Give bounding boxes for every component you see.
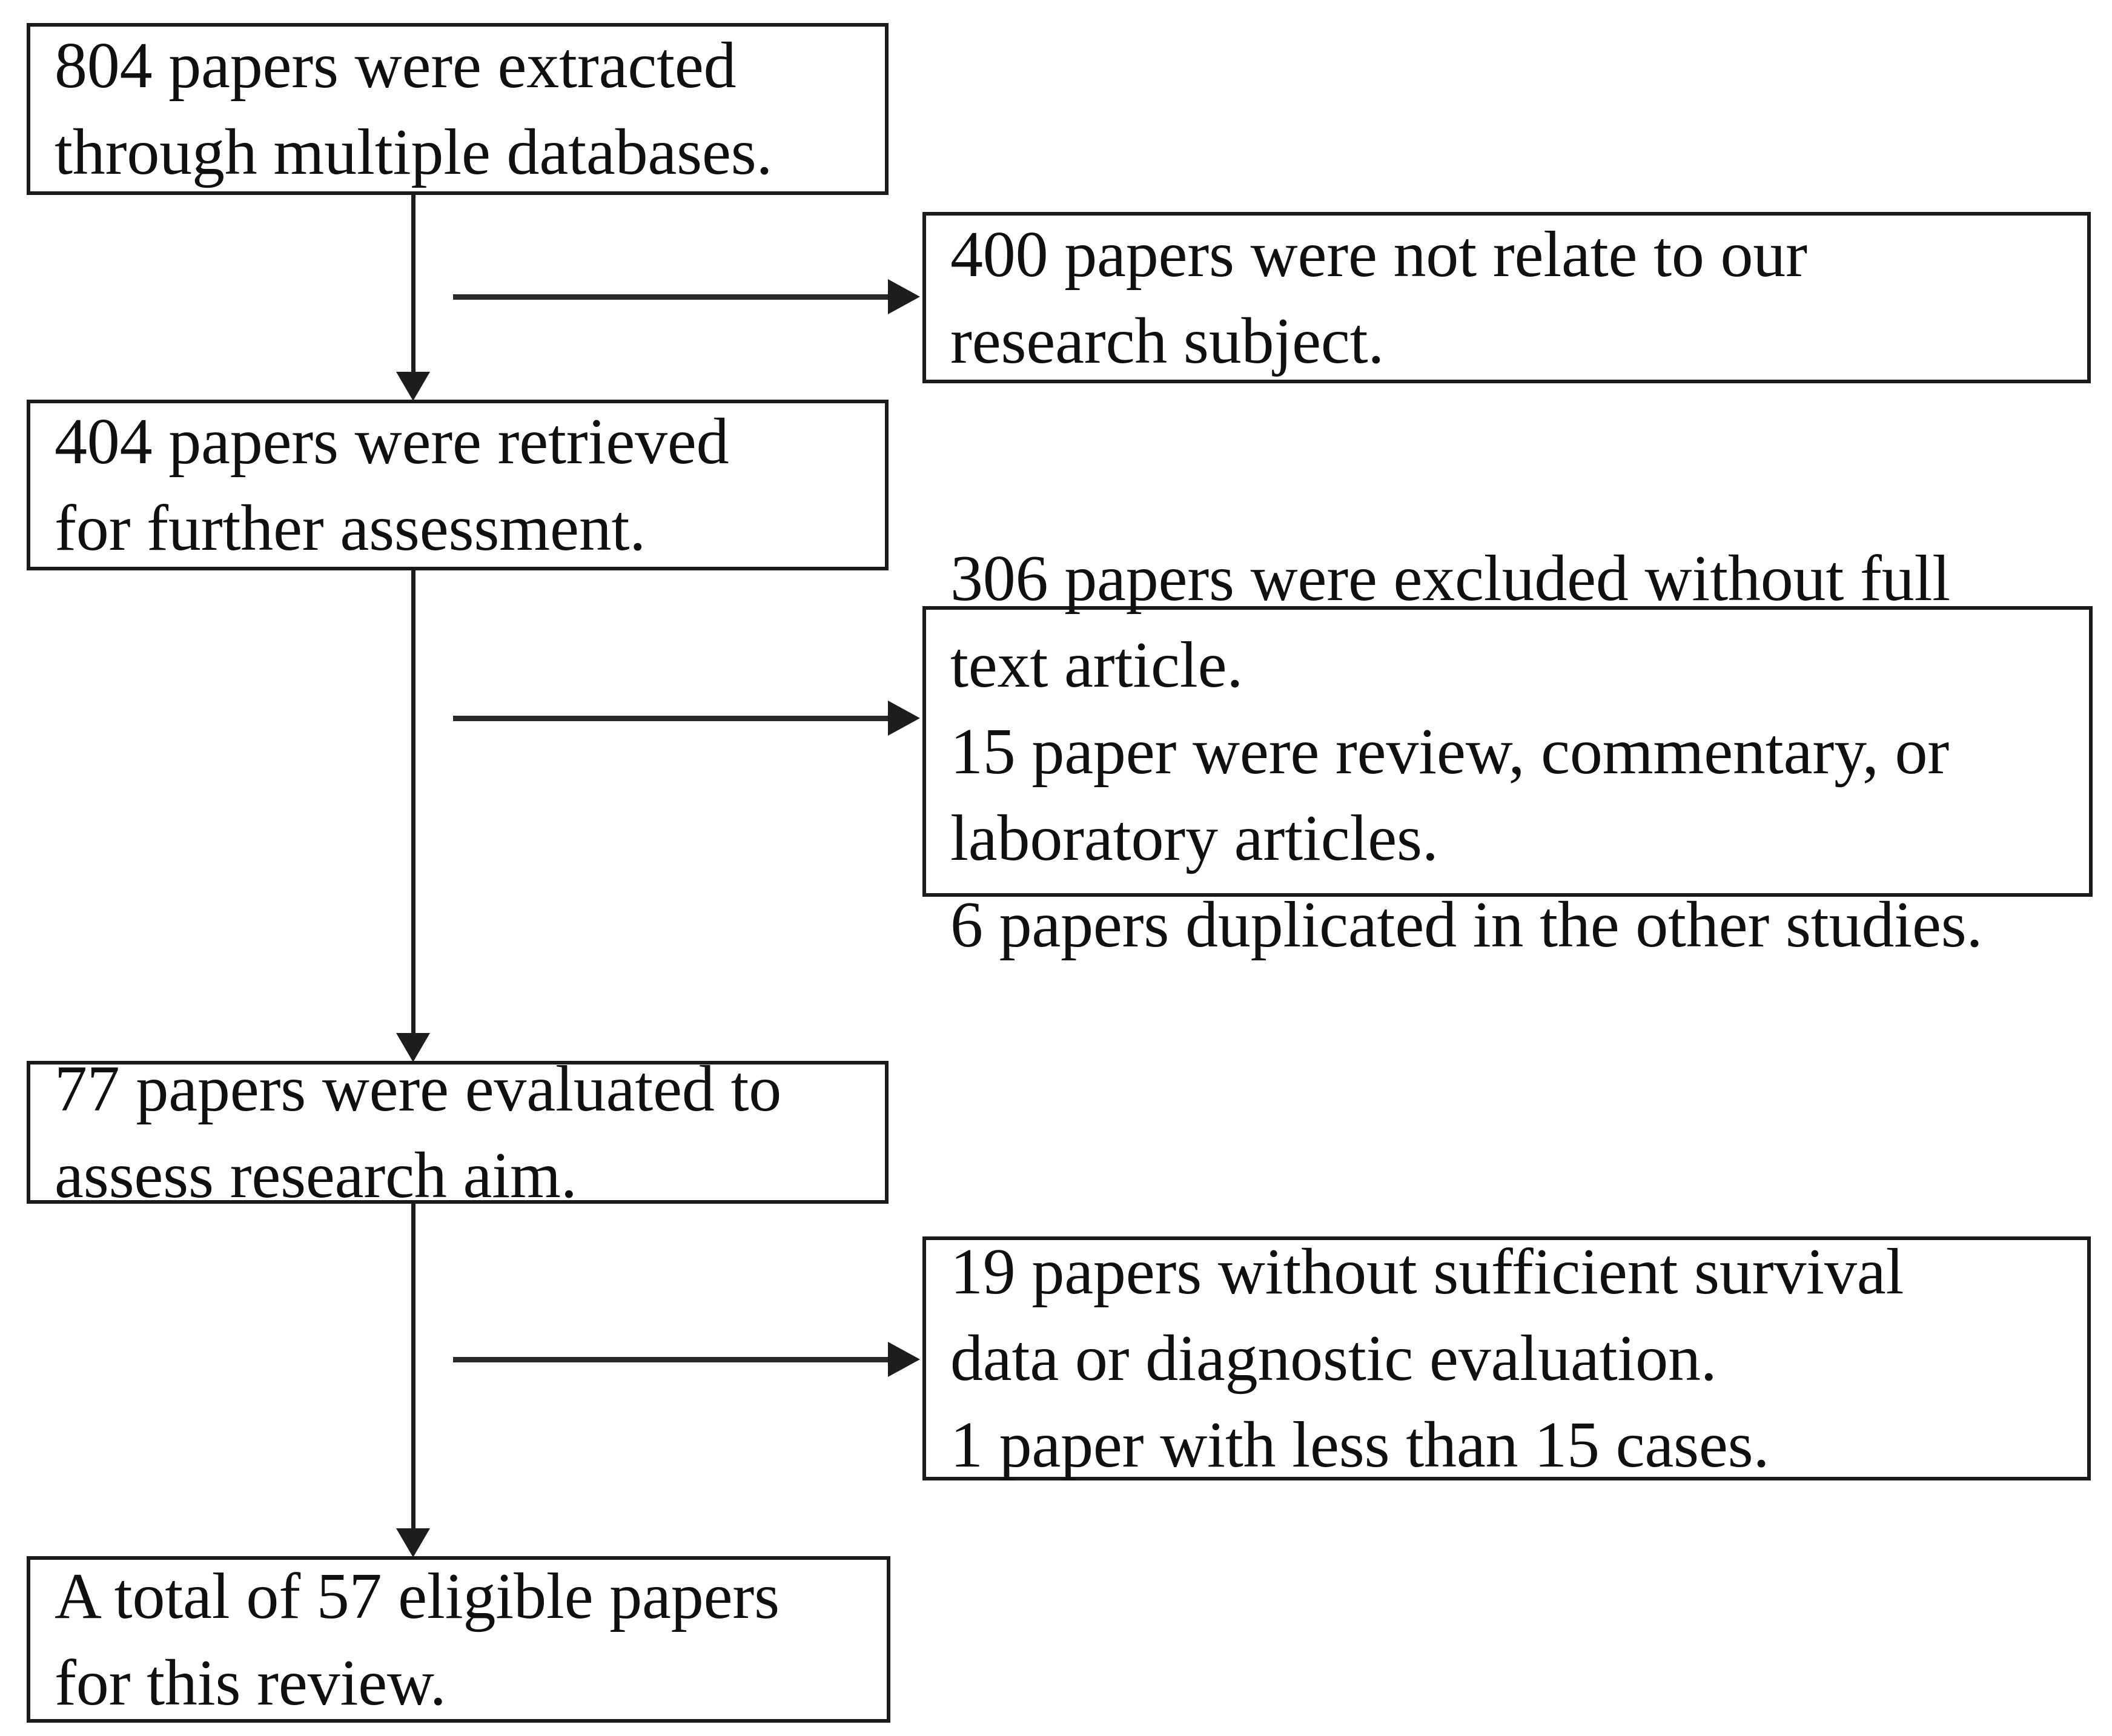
- exclusion-box-survival-line-3: 1 paper with less than 15 cases.: [950, 1409, 1770, 1481]
- flow-box-evaluated-line-1: 77 papers were evaluated to: [55, 1053, 782, 1125]
- connector-retrieved-to-evaluated: [411, 570, 415, 1037]
- flow-box-extracted: 804 papers were extracted through multip…: [27, 23, 889, 195]
- exclusion-box-fulltext-line-1: 306 papers were excluded without full: [950, 542, 1951, 615]
- exclusion-box-survival-line-1: 19 papers without sufficient survival: [950, 1236, 1904, 1308]
- exclusion-box-unrelated-line-1: 400 papers were not relate to our: [950, 218, 1807, 291]
- flow-box-evaluated: 77 papers were evaluated to assess resea…: [27, 1053, 889, 1212]
- exclusion-box-fulltext-line-5: 6 papers duplicated in the other studies…: [950, 888, 1983, 961]
- arrow-down-icon: [396, 372, 430, 401]
- connector-to-exclusion-survival: [453, 1357, 890, 1362]
- exclusion-box-fulltext-line-2: text article.: [950, 629, 1243, 701]
- connector-evaluated-to-eligible: [411, 1204, 415, 1532]
- flow-box-eligible: A total of 57 eligible papers for this r…: [27, 1556, 890, 1723]
- exclusion-box-unrelated-line-2: research subject.: [950, 305, 1385, 377]
- exclusion-box-survival: 19 papers without sufficient survival da…: [922, 1236, 2091, 1481]
- exclusion-box-unrelated: 400 papers were not relate to our resear…: [922, 212, 2091, 383]
- connector-to-exclusion-unrelated: [453, 294, 890, 300]
- flow-box-retrieved-line-1: 404 papers were retrieved: [55, 406, 729, 478]
- flow-box-extracted-line-1: 804 papers were extracted: [55, 30, 737, 102]
- exclusion-box-fulltext-line-3: 15 paper were review, commentary, or: [950, 715, 1950, 788]
- arrow-down-icon: [396, 1528, 430, 1557]
- arrow-down-icon: [396, 1033, 430, 1062]
- arrow-right-icon: [888, 701, 920, 736]
- arrow-right-icon: [888, 1342, 920, 1377]
- flow-box-retrieved-line-2: for further assessment.: [55, 492, 646, 564]
- connector-to-exclusion-fulltext: [453, 716, 890, 721]
- flow-box-evaluated-line-2: assess research aim.: [55, 1140, 577, 1212]
- flow-box-eligible-line-1: A total of 57 eligible papers: [55, 1560, 780, 1632]
- flow-box-eligible-line-2: for this review.: [55, 1646, 446, 1719]
- exclusion-box-fulltext-line-4: laboratory articles.: [950, 802, 1438, 874]
- exclusion-box-fulltext: 306 papers were excluded without full te…: [922, 543, 2093, 961]
- connector-extracted-to-retrieved: [411, 195, 415, 375]
- arrow-right-icon: [888, 279, 920, 314]
- flow-box-extracted-line-2: through multiple databases.: [55, 116, 773, 188]
- flow-box-retrieved: 404 papers were retrieved for further as…: [27, 400, 889, 570]
- exclusion-box-survival-line-2: data or diagnostic evaluation.: [950, 1322, 1717, 1394]
